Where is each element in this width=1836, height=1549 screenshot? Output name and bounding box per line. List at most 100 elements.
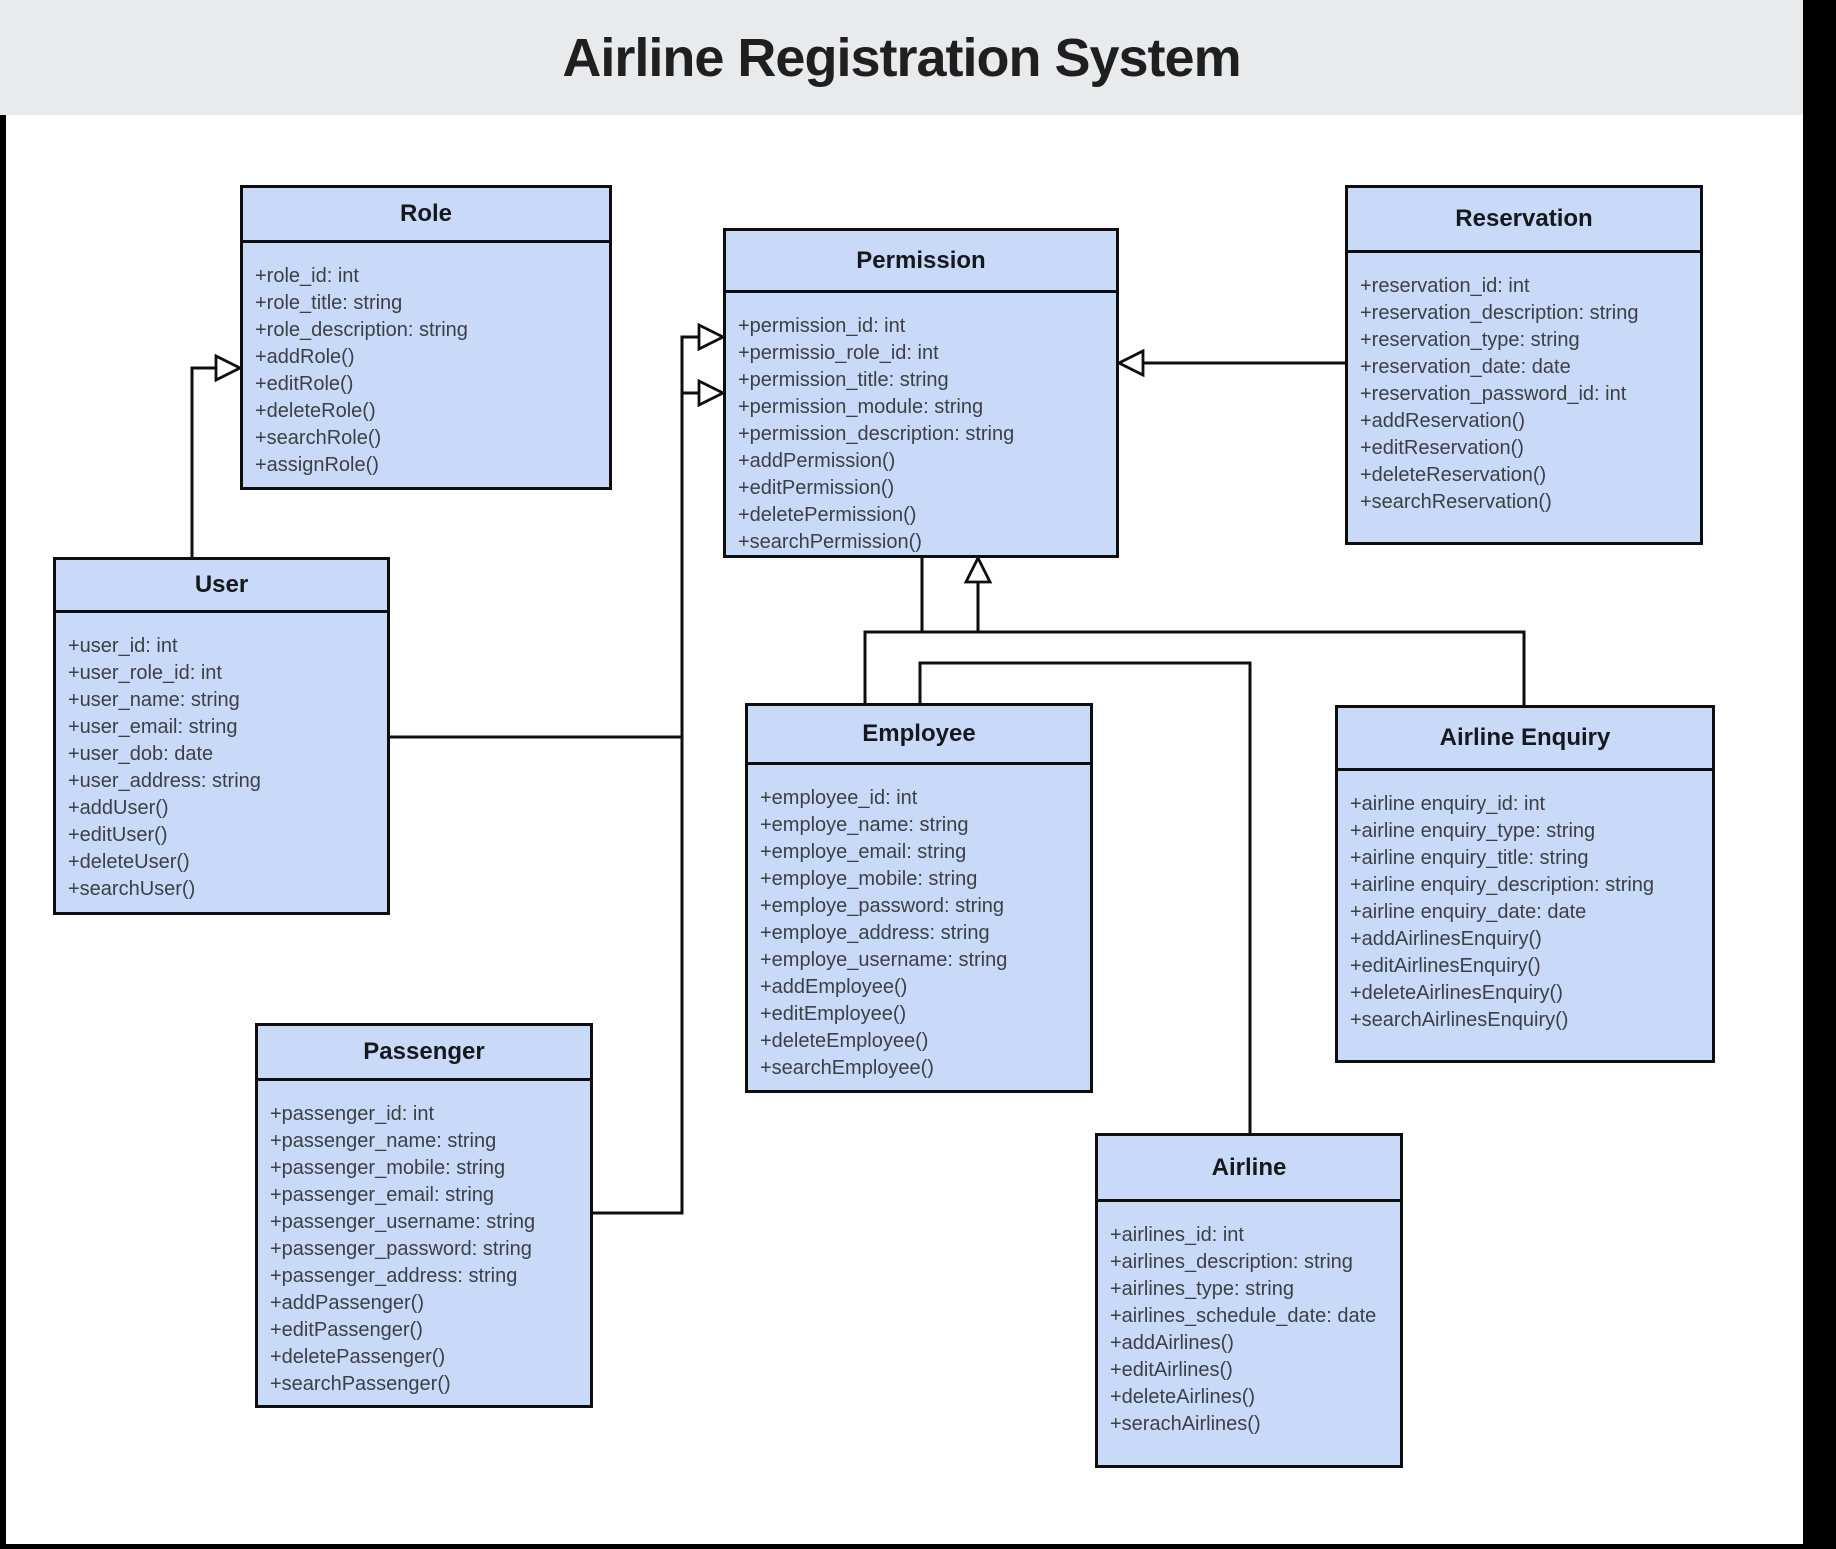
class-member: +airline enquiry_type: string	[1350, 820, 1596, 842]
class-member: +passenger_password: string	[270, 1238, 532, 1260]
class-member: +airline enquiry_date: date	[1350, 901, 1587, 923]
class-member: +editPassenger()	[270, 1319, 423, 1341]
class-member: +searchPermission()	[738, 531, 922, 553]
class-member: +employe_password: string	[760, 895, 1005, 917]
class-members-user: +user_id: int +user_role_id: int +user_nam…	[56, 613, 387, 903]
class-member: +addReservation()	[1360, 410, 1526, 432]
class-member: +employe_username: string	[760, 949, 1008, 971]
passenger-to-permission-generalization	[593, 391, 699, 1215]
class-title-airline-enquiry: Airline Enquiry	[1338, 708, 1712, 771]
class-member: +airlines_type: string	[1110, 1278, 1294, 1300]
employee-airline-enquiry-rail	[863, 630, 1526, 705]
class-member: +user_id: int	[68, 635, 178, 657]
class-member: +reservation_password_id: int	[1360, 383, 1627, 405]
class-member: +reservation_date: date	[1360, 356, 1571, 378]
class-user[interactable]: User+user_id: int+user_role_id: int+user…	[53, 557, 390, 915]
class-member: +reservation_type: string	[1360, 329, 1580, 351]
class-member: +passenger_mobile: string	[270, 1157, 506, 1179]
class-member: +permission_title: string	[738, 369, 949, 391]
class-member: +editUser()	[68, 824, 168, 846]
class-member: +deleteAirlinesEnquiry()	[1350, 982, 1563, 1004]
class-airline-enquiry[interactable]: Airline Enquiry+airline enquiry_id: int+…	[1335, 705, 1715, 1063]
page-frame-right	[1803, 0, 1836, 1549]
class-member: +addAirlines()	[1110, 1332, 1234, 1354]
class-permission[interactable]: Permission +permission_id: int +permissio_…	[723, 228, 1119, 558]
class-members-passenger: +passenger_id: int +passenger_name: strin…	[258, 1081, 590, 1398]
class-member: +airlines_description: string	[1110, 1251, 1353, 1273]
class-title-permission: Permission	[726, 231, 1116, 293]
class-member: +deleteEmployee()	[760, 1030, 929, 1052]
class-member: +searchPassenger()	[270, 1373, 451, 1395]
class-members-airline-enquiry: +airline enquiry_id: int +airline enquiry…	[1338, 771, 1712, 1034]
class-member: +user_name: string	[68, 689, 240, 711]
class-members-employee: +employee_id: int+employe_name: string+e…	[748, 765, 1090, 1082]
class-members-role: +role_id: int +role_title: string +role_de…	[243, 243, 609, 479]
class-member: +addAirlinesEnquiry()	[1350, 928, 1542, 950]
class-airline[interactable]: Airline +airlines_id: int +airlines_descri…	[1095, 1133, 1403, 1468]
user-to-role-generalization-arrowhead-icon	[214, 353, 244, 383]
class-member: +role_title: string	[255, 292, 403, 314]
passenger-to-permission-generalization-arrowhead-icon	[697, 378, 727, 408]
class-member: +editRole()	[255, 373, 354, 395]
class-member: +addPermission()	[738, 450, 896, 472]
class-member: +deleteReservation()	[1360, 464, 1547, 486]
class-member: +user_dob: date	[68, 743, 214, 765]
class-member: +passenger_id: int	[270, 1103, 435, 1125]
class-member: +deleteRole()	[255, 400, 376, 422]
class-title-role: Role	[243, 188, 609, 243]
class-member: +user_role_id: int	[68, 662, 222, 684]
class-member: +reservation_description: string	[1360, 302, 1639, 324]
class-member: +airlines_id: int	[1110, 1224, 1244, 1246]
class-member: +addEmployee()	[760, 976, 908, 998]
class-member: +employe_name: string	[760, 814, 969, 836]
page-frame-left	[0, 115, 6, 1549]
class-member: +searchReservation()	[1360, 491, 1552, 513]
class-title-reservation: Reservation	[1348, 188, 1700, 253]
user-to-role-generalization	[190, 366, 216, 557]
class-title-airline: Airline	[1098, 1136, 1400, 1202]
class-member: +addUser()	[68, 797, 169, 819]
class-members-permission: +permission_id: int +permissio_role_id: i…	[726, 293, 1116, 556]
class-member: +searchAirlinesEnquiry()	[1350, 1009, 1569, 1031]
class-member: +deleteUser()	[68, 851, 190, 873]
class-member: +searchRole()	[255, 427, 382, 449]
class-member: +passenger_email: string	[270, 1184, 495, 1206]
class-member: +role_id: int	[255, 265, 359, 287]
class-passenger[interactable]: Passenger +passenger_id: int +passenger_na…	[255, 1023, 593, 1408]
class-role[interactable]: Role+role_id: int+role_title: string+rol…	[240, 185, 612, 490]
class-reservation[interactable]: Reservation+reservation_id: int+reservat…	[1345, 185, 1703, 545]
class-member: +employe_mobile: string	[760, 868, 978, 890]
class-member: +reservation_id: int	[1360, 275, 1530, 297]
class-member: +searchEmployee()	[760, 1057, 934, 1079]
class-member: +editAirlines()	[1110, 1359, 1233, 1381]
class-member: +user_email: string	[68, 716, 238, 738]
class-member: +editReservation()	[1360, 437, 1524, 459]
class-member: +employe_email: string	[760, 841, 967, 863]
class-member: +addPassenger()	[270, 1292, 424, 1314]
class-member: +role_description: string	[255, 319, 468, 341]
class-employee[interactable]: Employee+employee_id: int+employe_name: …	[745, 703, 1093, 1093]
class-member: +deleteAirlines()	[1110, 1386, 1256, 1408]
user-to-permission-generalization-arrowhead-icon	[697, 322, 727, 352]
class-member: +permission_module: string	[738, 396, 984, 418]
class-member: +passenger_address: string	[270, 1265, 518, 1287]
class-title-employee: Employee	[748, 706, 1090, 765]
class-member: +passenger_name: string	[270, 1130, 497, 1152]
class-member: +permission_id: int	[738, 315, 906, 337]
page-frame-bottom	[0, 1544, 1803, 1549]
class-members-airline: +airlines_id: int +airlines_description: …	[1098, 1202, 1400, 1438]
class-member: +permissio_role_id: int	[738, 342, 939, 364]
airline-to-employee-association	[918, 661, 1252, 1133]
class-member: +airline enquiry_id: int	[1350, 793, 1546, 815]
class-member: +editEmployee()	[760, 1003, 907, 1025]
class-member: +permission_description: string	[738, 423, 1015, 445]
rail-to-permission-generalization-arrowhead-icon	[963, 554, 993, 584]
page-title: Airline Registration System	[562, 27, 1241, 88]
class-title-passenger: Passenger	[258, 1026, 590, 1081]
class-member: +searchUser()	[68, 878, 196, 900]
class-member: +airline enquiry_title: string	[1350, 847, 1589, 869]
class-members-reservation: +reservation_id: int +reservation_descrip…	[1348, 253, 1700, 516]
